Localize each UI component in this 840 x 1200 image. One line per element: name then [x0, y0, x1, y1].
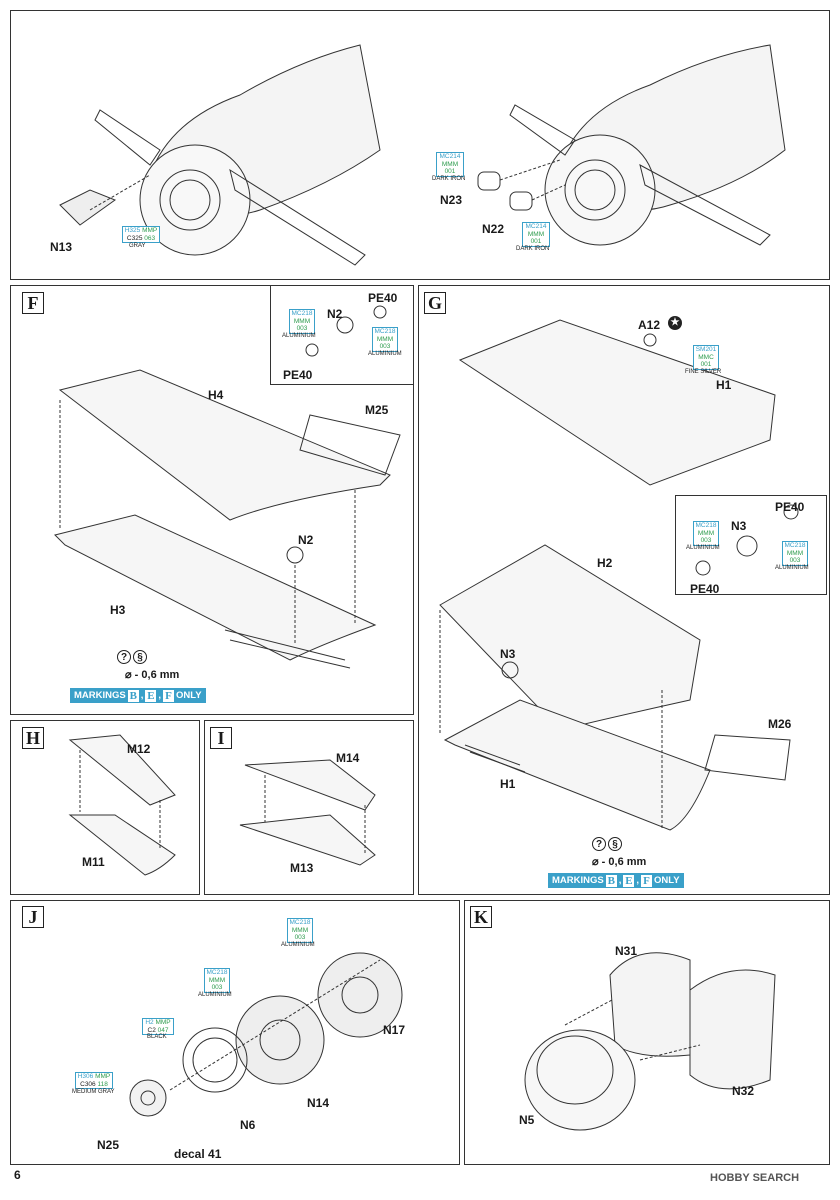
paint-f-alu-b-name: ALUMINIUM	[368, 351, 402, 357]
paint-g-alu-a-name: ALUMINIUM	[686, 545, 720, 551]
part-n32: N32	[732, 1084, 755, 1098]
part-a12: A12	[638, 318, 661, 332]
part-n31: N31	[615, 944, 638, 958]
step-frame-j	[10, 900, 460, 1165]
step-frame-top	[10, 10, 830, 280]
part-n23: N23	[440, 193, 463, 207]
part-n17: N17	[383, 1023, 406, 1037]
part-g-n3-inset: N3	[731, 519, 747, 533]
drill-size-f: ⌀ - 0,6 mm	[125, 669, 180, 681]
part-f-pe40-b: PE40	[283, 368, 313, 382]
part-n13: N13	[50, 240, 73, 254]
part-h1: H1	[500, 777, 516, 791]
drill-icon: §	[608, 837, 622, 851]
part-h1-top: H1	[716, 378, 732, 392]
markings-note-f: MARKINGS B,E,F ONLY	[70, 688, 206, 703]
part-h2: H2	[597, 556, 613, 570]
part-m12: M12	[127, 742, 151, 756]
part-n22: N22	[482, 222, 505, 236]
decal-41: decal 41	[174, 1147, 222, 1161]
part-f-n2-inset: N2	[327, 307, 343, 321]
paint-g-alu-b-name: ALUMINIUM	[775, 565, 809, 571]
paint-j-alu-a-name: ALUMINIUM	[281, 942, 315, 948]
part-n5: N5	[519, 1113, 535, 1127]
part-g-pe40-a: PE40	[775, 500, 805, 514]
part-g-pe40-b: PE40	[690, 582, 720, 596]
part-h3: H3	[110, 603, 126, 617]
markings-note-g: MARKINGS B,E,F ONLY	[548, 873, 684, 888]
watermark: HOBBY SEARCH	[710, 1172, 800, 1184]
step-frame-i	[204, 720, 414, 895]
paint-g-silver-name: FINE SILVER	[685, 369, 722, 375]
question-icon: ?	[117, 650, 131, 664]
paint-gray: H325 MMP C325 063	[122, 226, 160, 243]
step-frame-h	[10, 720, 200, 895]
part-m25: M25	[365, 403, 389, 417]
drill-note-g: ? §	[592, 837, 622, 851]
step-label-i: I	[210, 727, 232, 749]
drill-note-f: ? §	[117, 650, 147, 664]
paint-gray-name: GRAY	[129, 243, 146, 249]
paint-j-gray-name: MEDIUM GRAY	[72, 1089, 115, 1095]
drill-icon: §	[133, 650, 147, 664]
part-f-pe40-a: PE40	[368, 291, 398, 305]
part-m11: M11	[82, 855, 105, 869]
g-inset	[675, 495, 827, 595]
question-icon: ?	[592, 837, 606, 851]
star-icon: ★	[668, 316, 682, 330]
part-m26: M26	[768, 717, 792, 731]
f-inset	[270, 285, 414, 385]
part-n25: N25	[97, 1138, 120, 1152]
drill-size-g: ⌀ - 0,6 mm	[592, 856, 647, 868]
part-n6: N6	[240, 1118, 256, 1132]
step-frame-k	[464, 900, 830, 1165]
step-label-j: J	[22, 906, 44, 928]
part-h4: H4	[208, 388, 224, 402]
step-label-g: G	[424, 292, 446, 314]
part-m14: M14	[336, 751, 360, 765]
paint-dark-iron-b-name: DARK IRON	[516, 246, 550, 252]
part-m13: M13	[290, 861, 314, 875]
step-label-k: K	[470, 906, 492, 928]
paint-dark-iron-a-name: DARK IRON	[432, 176, 466, 182]
part-f-n2: N2	[298, 533, 314, 547]
step-frame-f	[10, 285, 414, 715]
step-label-h: H	[22, 727, 44, 749]
paint-j-alu-b-name: ALUMINIUM	[198, 992, 232, 998]
paint-f-alu-a-name: ALUMINIUM	[282, 333, 316, 339]
step-frame-g	[418, 285, 830, 895]
part-n14: N14	[307, 1096, 330, 1110]
paint-j-black: H2 MMP C2 047	[142, 1018, 174, 1035]
part-g-n3: N3	[500, 647, 516, 661]
step-label-f: F	[22, 292, 44, 314]
paint-j-gray: H306 MMP C306 118	[75, 1072, 113, 1089]
page-number: 6	[14, 1168, 21, 1182]
paint-j-black-name: BLACK	[147, 1034, 167, 1040]
